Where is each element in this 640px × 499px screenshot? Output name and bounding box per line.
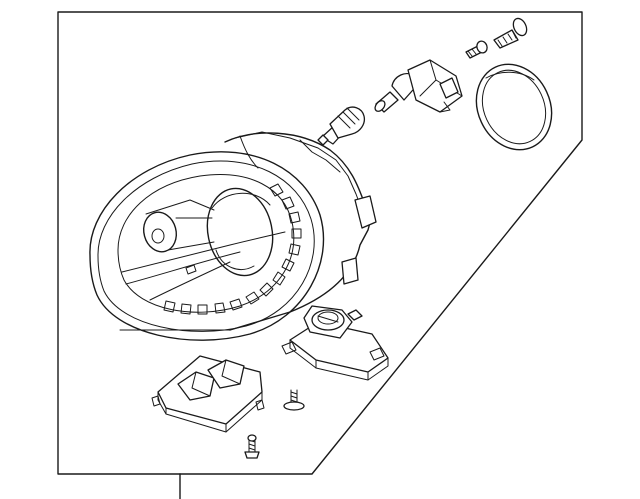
control-module: [151, 355, 265, 433]
bulb: [317, 106, 366, 146]
headlamp-assembly: [89, 131, 377, 341]
screw-large: [493, 17, 528, 49]
bolt-lower: [244, 434, 260, 459]
seal-ring: [475, 63, 553, 151]
ballast-igniter: [281, 305, 389, 381]
bolt-upper: [283, 389, 305, 411]
screw-small: [465, 40, 488, 59]
bulb-socket: [374, 59, 463, 113]
led-ring-segments: [163, 183, 302, 315]
diagram-frame: [57, 11, 583, 499]
